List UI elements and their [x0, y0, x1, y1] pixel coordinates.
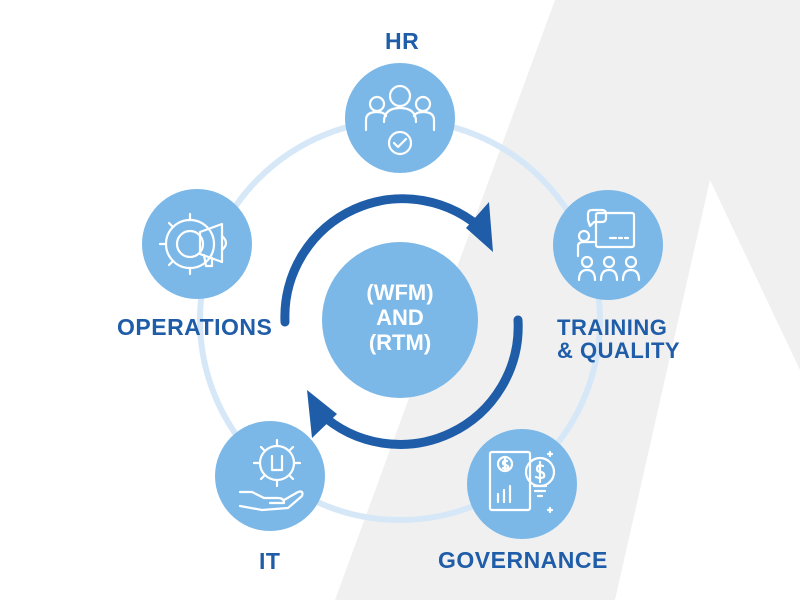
node-governance [467, 429, 577, 539]
center-label-line3: (RTM) [368, 330, 432, 355]
label-governance: GOVERNANCE [438, 547, 608, 573]
cycle-arrow-top [280, 194, 490, 327]
center-label-line2: AND [376, 305, 424, 330]
label-hr: HR [385, 28, 420, 54]
cycle-arrowhead-top [466, 202, 493, 252]
gear-wrench-hand-icon [238, 438, 304, 512]
finance-idea-icon [488, 450, 556, 514]
cycle-arrowhead-bottom [307, 390, 337, 438]
node-operations [142, 189, 252, 299]
node-it [215, 421, 325, 531]
background-notch [615, 180, 800, 600]
label-it: IT [259, 548, 281, 574]
cycle-arrow-bottom [315, 315, 523, 449]
node-hr [345, 63, 455, 173]
label-training-line2: & QUALITY [557, 338, 681, 363]
center-label-line1: (WFM) [366, 280, 434, 305]
presentation-training-icon [576, 208, 641, 282]
center-label: (WFM) AND (RTM) [322, 280, 478, 355]
team-approval-icon [364, 84, 436, 156]
node-training [553, 190, 663, 300]
label-training: TRAINING & QUALITY [557, 316, 680, 362]
label-training-line1: TRAINING [557, 315, 668, 340]
label-operations: OPERATIONS [117, 314, 273, 340]
center-circle [322, 242, 478, 398]
gear-megaphone-icon [158, 212, 228, 276]
